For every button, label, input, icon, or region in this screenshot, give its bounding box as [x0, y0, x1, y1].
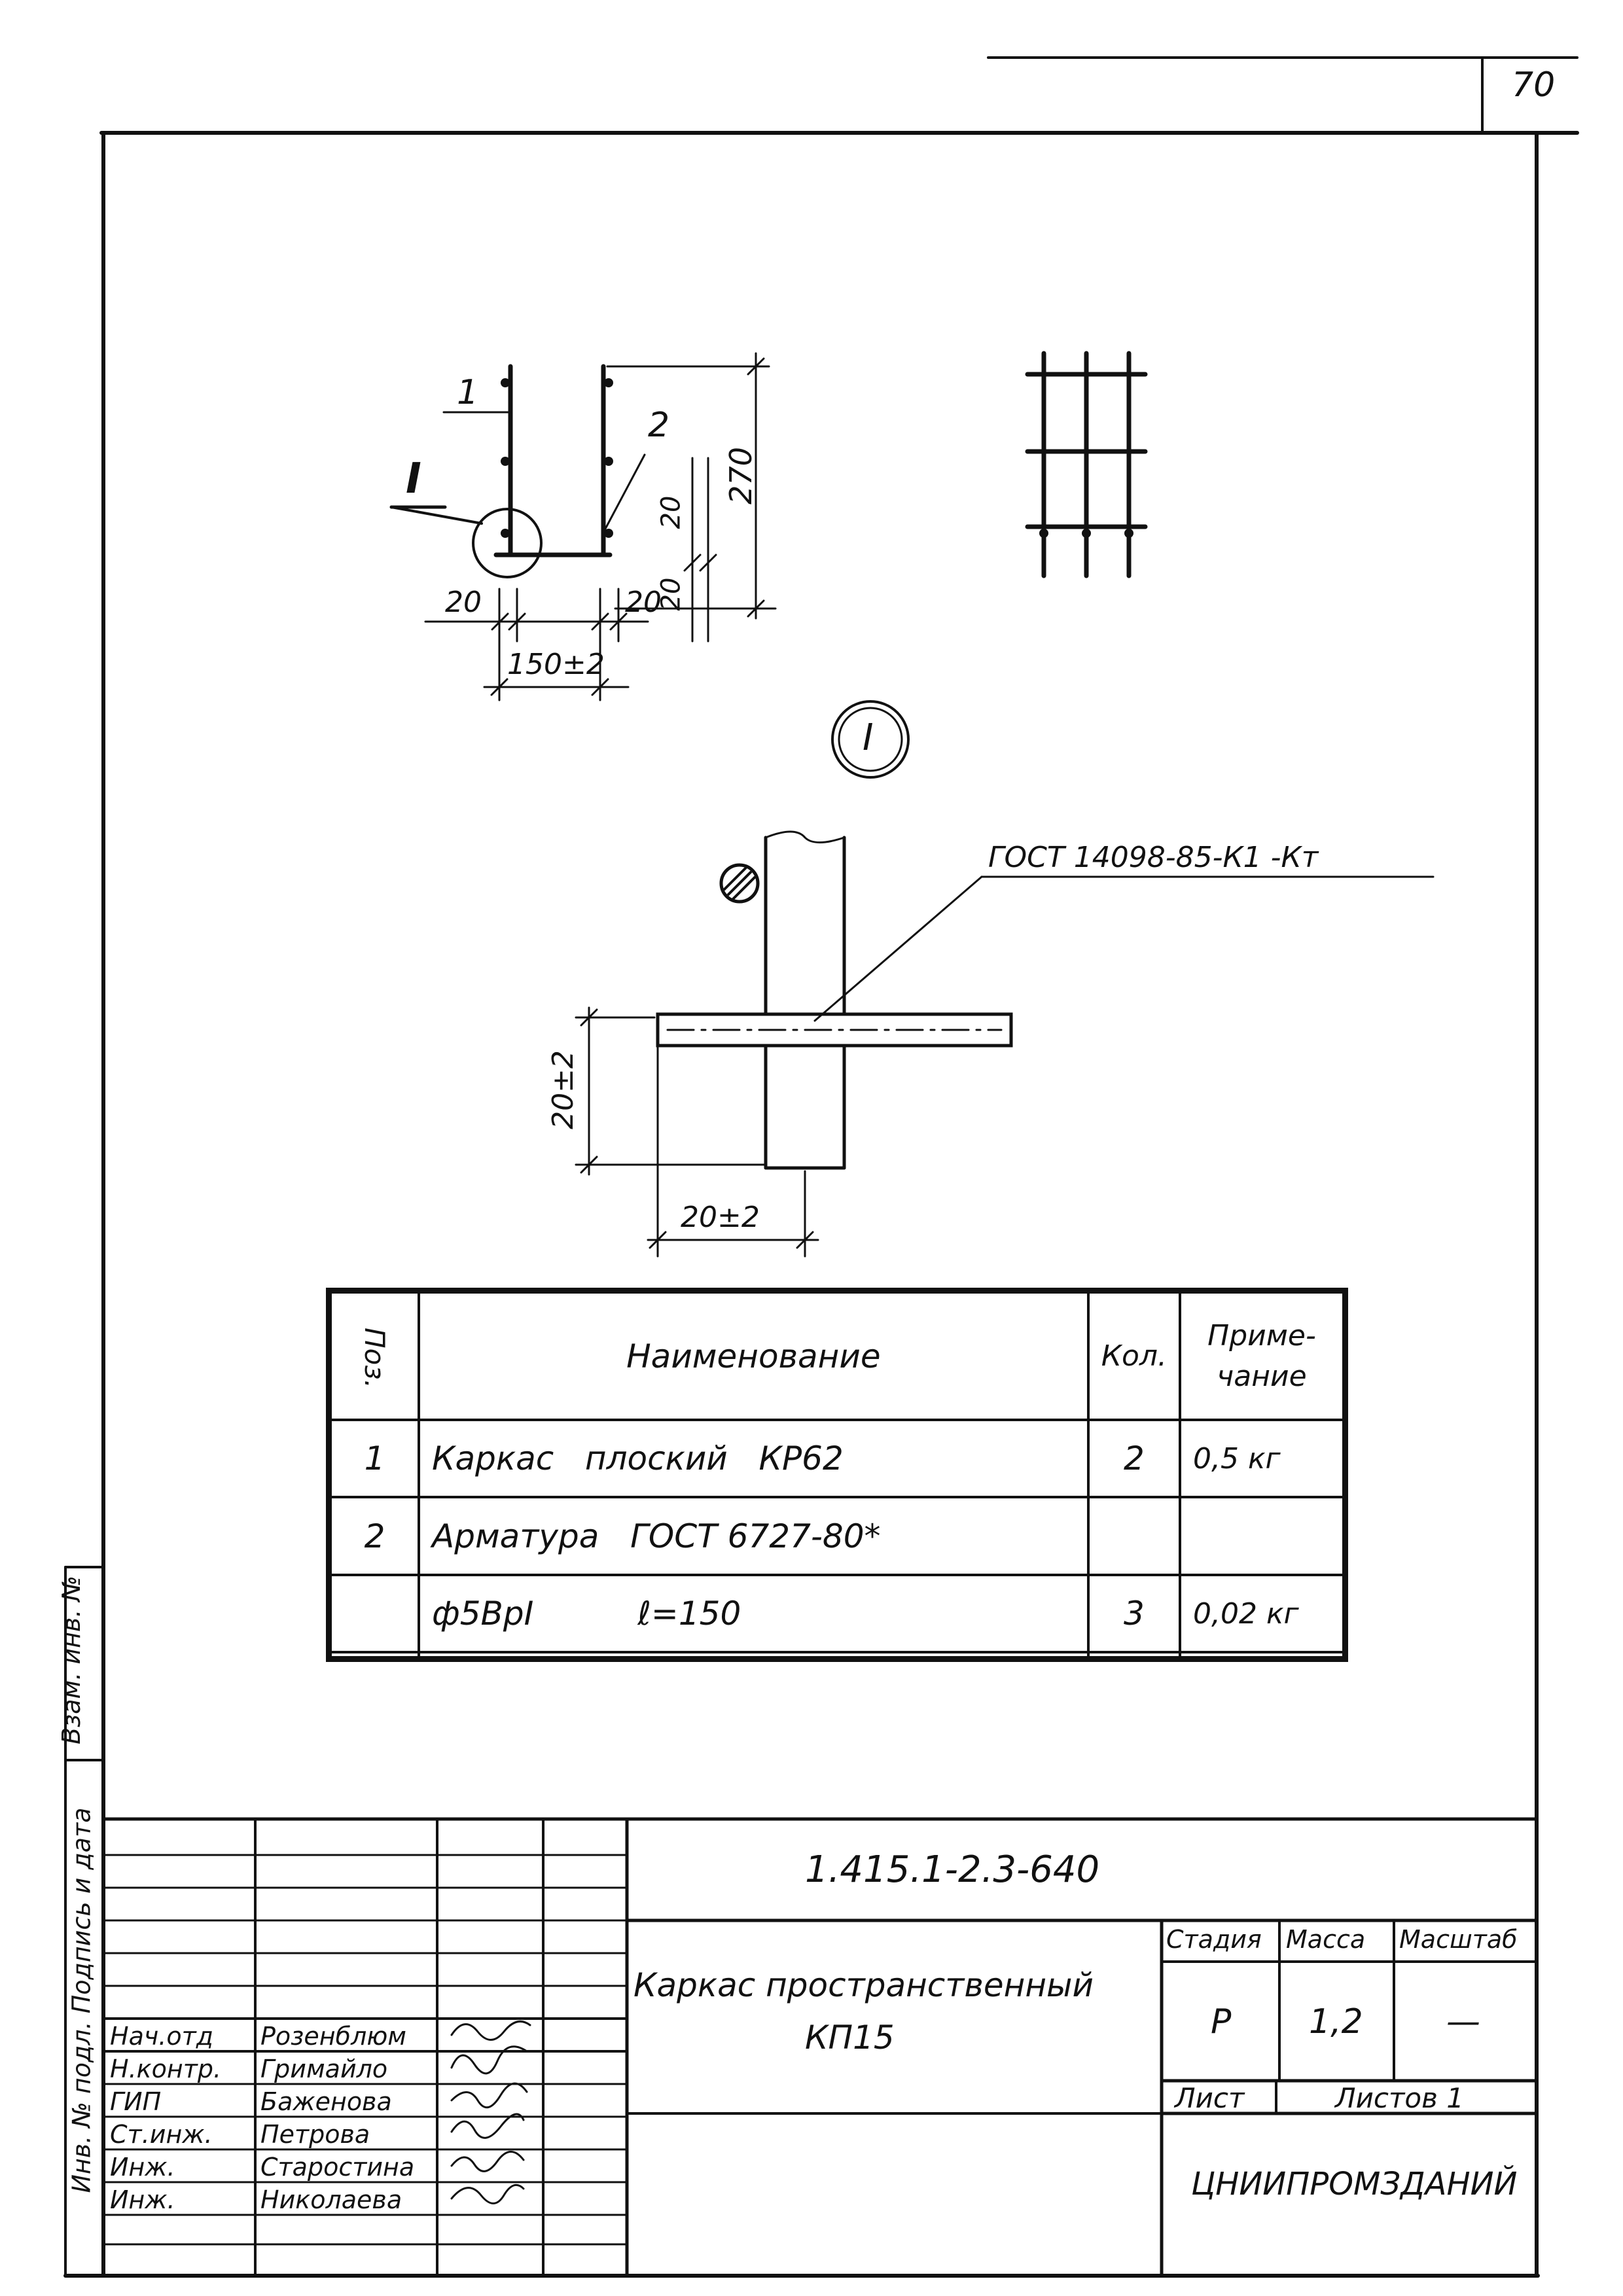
sig-name: Баженова	[260, 2087, 392, 2116]
specification-table: Поз. Наименование Кол. Приме- чание 1 Ка…	[326, 1288, 1348, 1662]
mass-value: 1,2	[1309, 2002, 1363, 2041]
dim-detail-vertical: 20±2	[546, 1050, 580, 1129]
pos2-leader	[603, 453, 646, 531]
signature-4	[450, 2113, 525, 2139]
dim-270: 270	[722, 447, 758, 504]
header-qty: Кол.	[1086, 1291, 1182, 1421]
header-note-line1: Приме-	[1207, 1318, 1316, 1352]
signature-2	[450, 2045, 528, 2075]
row1-note: 0,5 кг	[1179, 1418, 1345, 1499]
drawing-title: Каркас пространственный	[633, 1966, 1094, 2004]
sig-name: Петрова	[260, 2120, 370, 2149]
detail-label: I	[863, 716, 874, 759]
row3-qty: 3	[1086, 1573, 1182, 1654]
sig-role: ГИП	[110, 2087, 162, 2116]
row4-pos	[329, 1651, 420, 1659]
sig-name: Розенблюм	[260, 2022, 406, 2051]
signature-6	[450, 2183, 525, 2204]
rod-dot	[501, 529, 510, 538]
document-code: 1.415.1-2.3-640	[805, 1848, 1100, 1891]
signature-3	[450, 2082, 528, 2109]
sig-role: Нач.отд	[110, 2022, 214, 2051]
sheets-label: Листов 1	[1335, 2082, 1464, 2114]
row2-name: Арматура ГОСТ 6727-80*	[418, 1496, 1090, 1576]
grid-dot	[1039, 529, 1048, 538]
dim-20-vertical-a: 20	[656, 495, 687, 529]
grid-dot	[1124, 529, 1133, 538]
row1-pos: 1	[329, 1418, 420, 1499]
header-name: Наименование	[418, 1291, 1090, 1421]
row2-qty	[1086, 1496, 1182, 1576]
detail-circle-outer	[831, 700, 910, 779]
grid-dot	[1082, 529, 1091, 538]
row1-qty: 2	[1086, 1418, 1182, 1499]
sig-name: Николаева	[260, 2185, 402, 2214]
dim-150: 150±2	[507, 648, 605, 681]
row3-note: 0,02 кг	[1179, 1573, 1345, 1654]
side-stamp-top-label: Взам. инв. №	[57, 1575, 86, 1745]
section-circle	[472, 508, 543, 578]
dim-20-vertical-b: 20	[656, 577, 687, 611]
row3-name: ф5ВрI ℓ=150	[418, 1573, 1090, 1654]
drawing-subtitle: КП15	[805, 2019, 895, 2057]
detail-circle-inner	[838, 707, 903, 772]
position-2-label: 2	[648, 406, 670, 445]
rod-dot	[501, 457, 510, 466]
dim-20-right: 20	[625, 586, 662, 619]
sig-role: Инж.	[110, 2153, 175, 2181]
stage-label: Стадия	[1166, 1925, 1262, 1954]
organization-name: ЦНИИПРОМЗДАНИЙ	[1191, 2166, 1518, 2202]
sig-role: Ст.инж.	[110, 2120, 213, 2149]
section-leader	[390, 506, 483, 525]
stage-value: Р	[1211, 2002, 1232, 2041]
signature-5	[450, 2151, 525, 2172]
side-stamp-bottom-label: Инв. № подл. Подпись и дата	[67, 1807, 96, 2193]
hatched-rod-section	[719, 863, 760, 904]
rod-dot	[604, 529, 613, 538]
scale-label: Масштаб	[1399, 1925, 1518, 1954]
header-note-line2: чание	[1217, 1359, 1307, 1393]
weld-leader	[813, 875, 983, 1022]
header-pos: Поз.	[359, 1327, 391, 1388]
row2-note	[1179, 1496, 1345, 1576]
signature-1	[450, 2020, 531, 2041]
sig-name: Гримайло	[260, 2055, 388, 2083]
sig-role: Н.контр.	[110, 2055, 222, 2083]
weld-note: ГОСТ 14098-85-К1 -Кт	[988, 841, 1319, 874]
rod-dot	[501, 378, 510, 387]
page-number: 70	[1512, 65, 1556, 105]
mass-label: Масса	[1286, 1925, 1366, 1954]
row2-pos: 2	[329, 1496, 420, 1576]
row4-note	[1179, 1651, 1345, 1659]
sig-name: Старостина	[260, 2153, 415, 2181]
row3-pos	[329, 1573, 420, 1654]
dim-20-left: 20	[445, 586, 482, 619]
row4-name	[418, 1651, 1090, 1659]
sheet-label: Лист	[1175, 2082, 1245, 2114]
dim-detail-horizontal: 20±2	[681, 1201, 760, 1234]
rod-dot	[604, 457, 613, 466]
section-label: I	[406, 455, 421, 503]
scale-value: —	[1446, 2002, 1480, 2041]
row1-name: Каркас плоский КР62	[418, 1418, 1090, 1499]
position-1-label: 1	[457, 373, 479, 412]
rod-dot	[604, 378, 613, 387]
sig-role: Инж.	[110, 2185, 175, 2214]
row4-qty	[1086, 1651, 1182, 1659]
